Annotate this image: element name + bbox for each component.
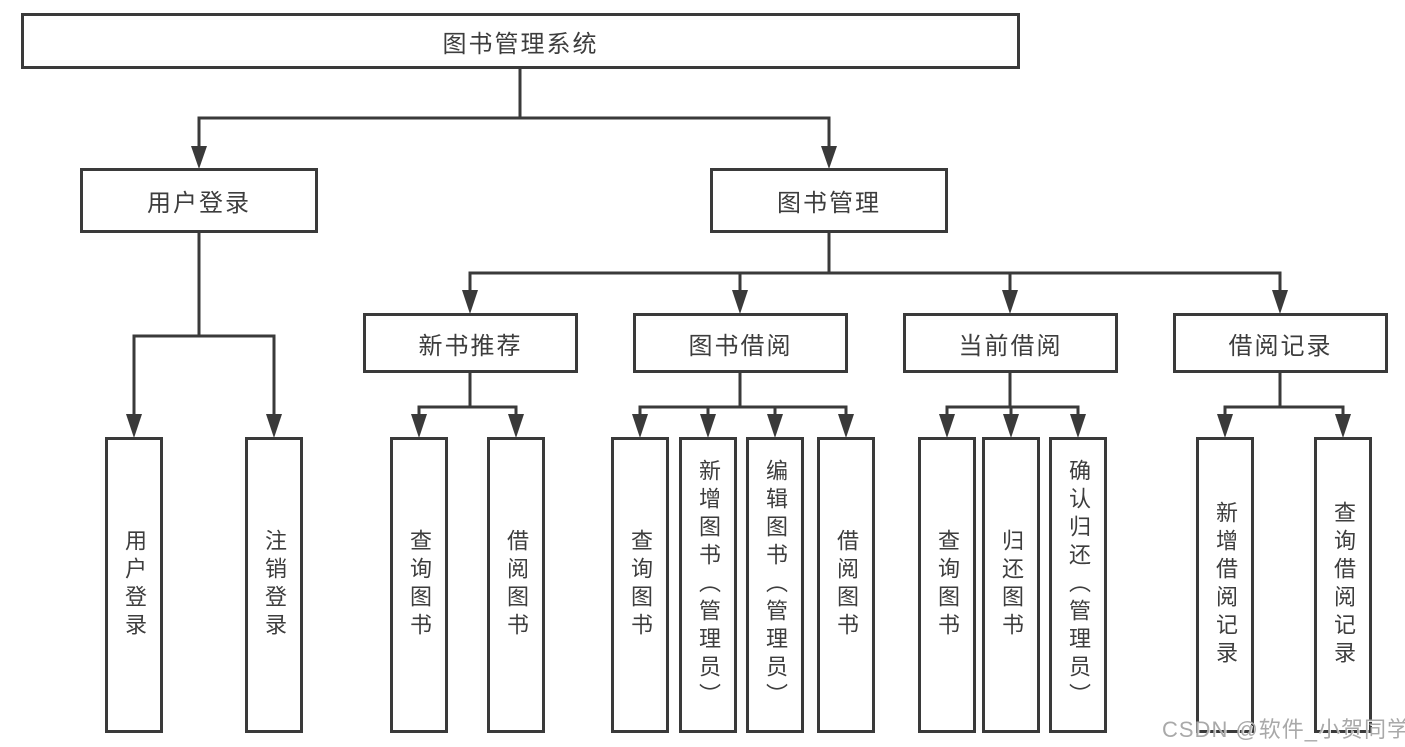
leaf-add-book-admin: 新增图书（管理员） [679, 437, 737, 733]
leaf-borrow-books-borrowing: 借阅图书 [817, 437, 875, 733]
leaf-add-borrow-record: 新增借阅记录 [1196, 437, 1254, 733]
connector-new-book-recommendation-to-leaves [417, 373, 518, 416]
arrowhead [700, 414, 716, 438]
arrowhead [266, 414, 282, 438]
csdn-watermark: CSDN @软件_小贺同学 [1162, 717, 1405, 742]
leaf-query-books-borrowing: 查询图书 [611, 437, 669, 733]
leaf-query-borrow-record: 查询借阅记录 [1314, 437, 1372, 733]
arrowhead [126, 414, 142, 438]
node-library-management-system: 图书管理系统 [21, 13, 1020, 69]
arrowhead [1070, 414, 1086, 438]
leaf-query-books-current: 查询图书 [918, 437, 976, 733]
arrowhead [1003, 414, 1019, 438]
connector-user-login-to-leaves [132, 233, 276, 416]
connector-root-to-level2 [197, 69, 831, 150]
arrowhead [508, 414, 524, 438]
leaf-query-books-recommend: 查询图书 [390, 437, 448, 733]
arrowhead [1217, 414, 1233, 438]
arrowhead [939, 414, 955, 438]
arrowhead [1272, 290, 1288, 314]
arrowhead [838, 414, 854, 438]
arrowhead [1002, 290, 1018, 314]
arrowhead [821, 146, 837, 169]
connector-current-borrowing-to-leaves [945, 373, 1080, 416]
connector-book-management-to-level3 [468, 233, 1282, 293]
leaf-return-books: 归还图书 [982, 437, 1040, 733]
leaf-confirm-return-admin: 确认归还（管理员） [1049, 437, 1107, 733]
leaf-user-login: 用户登录 [105, 437, 163, 733]
node-book-management: 图书管理 [710, 168, 948, 233]
leaf-logout: 注销登录 [245, 437, 303, 733]
arrowhead [732, 290, 748, 314]
node-borrowing-records: 借阅记录 [1173, 313, 1388, 373]
node-new-book-recommendation: 新书推荐 [363, 313, 578, 373]
arrowhead [1335, 414, 1351, 438]
leaf-edit-book-admin: 编辑图书（管理员） [746, 437, 804, 733]
node-book-borrowing: 图书借阅 [633, 313, 848, 373]
node-user-login: 用户登录 [80, 168, 318, 233]
arrowhead [191, 146, 207, 169]
arrowhead [767, 414, 783, 438]
arrowhead [411, 414, 427, 438]
arrowhead [632, 414, 648, 438]
node-current-borrowing: 当前借阅 [903, 313, 1118, 373]
connector-borrowing-records-to-leaves [1223, 373, 1345, 416]
connector-book-borrowing-to-leaves [638, 373, 848, 416]
leaf-borrow-books-recommend: 借阅图书 [487, 437, 545, 733]
arrowhead [462, 290, 478, 314]
